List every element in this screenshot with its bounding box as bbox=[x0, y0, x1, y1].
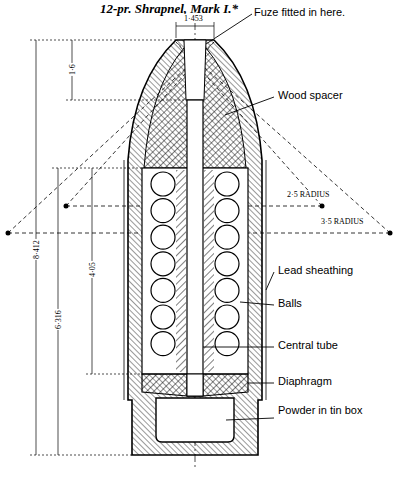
ball bbox=[151, 225, 175, 249]
part-label: Diaphragm bbox=[278, 375, 332, 388]
dimension-label: 3·5 RADIUS bbox=[320, 217, 364, 226]
dimension-label: 6·316 bbox=[53, 310, 62, 331]
diaphragm bbox=[142, 374, 248, 396]
dimension-label: 8·412 bbox=[31, 240, 40, 261]
part-label: Central tube bbox=[278, 339, 338, 352]
dimension-label: 1·6 bbox=[67, 64, 76, 77]
part-label: Fuze fitted in here. bbox=[254, 6, 345, 19]
part-label: Lead sheathing bbox=[278, 264, 353, 277]
balls bbox=[151, 170, 239, 372]
part-label: Powder in tin box bbox=[278, 404, 370, 417]
shell-body bbox=[128, 40, 262, 455]
central-tube-foot bbox=[187, 374, 203, 396]
ball bbox=[215, 278, 239, 302]
title: 12-pr. Shrapnel, Mark I.* bbox=[100, 2, 238, 17]
ball bbox=[215, 305, 239, 329]
ball bbox=[151, 252, 175, 276]
ball bbox=[151, 172, 175, 196]
dimension-label: 4·05 bbox=[87, 262, 96, 279]
ball bbox=[151, 278, 175, 302]
ball bbox=[151, 199, 175, 223]
dimension-lines bbox=[30, 22, 214, 455]
dimension-label: 1·453 bbox=[183, 14, 204, 23]
ball bbox=[215, 199, 239, 223]
ball bbox=[215, 252, 239, 276]
dimension-label: 2·5 RADIUS bbox=[286, 190, 330, 199]
ball bbox=[151, 332, 175, 356]
lead-sheathing bbox=[124, 160, 125, 400]
leader-lines bbox=[203, 14, 274, 420]
ball bbox=[151, 305, 175, 329]
ball bbox=[215, 332, 239, 356]
fuze-hole bbox=[184, 40, 206, 100]
ball bbox=[215, 225, 239, 249]
ball bbox=[215, 172, 239, 196]
lead-filling bbox=[176, 170, 186, 372]
powder-box bbox=[156, 398, 234, 442]
lead-sheathing bbox=[266, 160, 267, 400]
part-label: Wood spacer bbox=[278, 89, 343, 102]
part-label: Balls bbox=[278, 297, 302, 310]
lead-filling bbox=[204, 170, 214, 372]
central-tube bbox=[187, 100, 203, 396]
